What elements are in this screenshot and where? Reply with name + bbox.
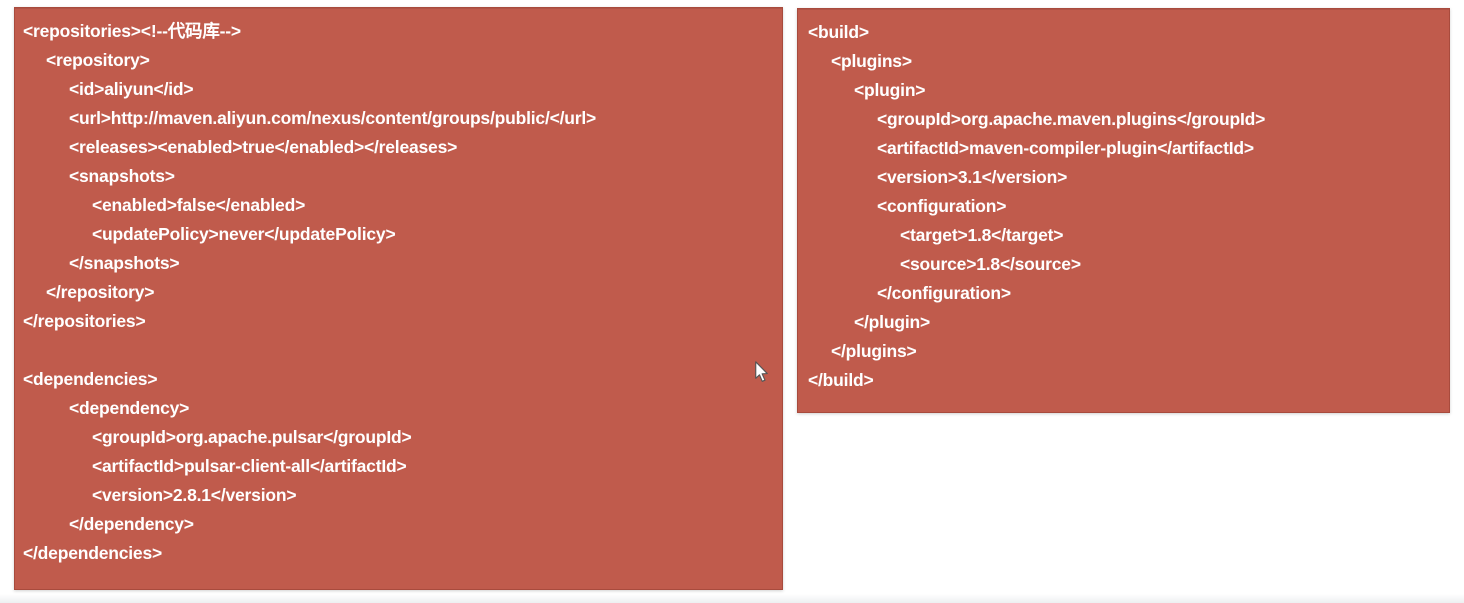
code-line: <enabled>false</enabled> [92,195,306,215]
code-line: <groupId>org.apache.maven.plugins</group… [877,109,1266,129]
code-line: <repository> [46,50,150,70]
code-line: <repositories><!--代码库--> [23,21,241,41]
code-block-repositories-dependencies: <repositories><!--代码库--> <repository> <id>… [14,7,783,590]
code-line: <snapshots> [69,166,175,186]
code-line: <releases><enabled>true</enabled></relea… [69,137,458,157]
code-line: <dependencies> [23,369,158,389]
code-line: <configuration> [877,196,1007,216]
code-line: <artifactId>maven-compiler-plugin</artif… [877,138,1254,158]
code-line: <id>aliyun</id> [69,79,194,99]
code-line: </configuration> [877,283,1011,303]
code-line: <updatePolicy>never</updatePolicy> [92,224,396,244]
code-line [23,336,774,365]
code-line: <plugin> [854,80,926,100]
code-line: <target>1.8</target> [900,225,1064,245]
code-line: </plugin> [854,312,930,332]
code-line: </snapshots> [69,253,180,273]
code-line: <artifactId>pulsar-client-all</artifactI… [92,456,407,476]
code-line: </build> [808,370,874,390]
code-line: </plugins> [831,341,917,361]
code-line: </dependency> [69,514,194,534]
code-line: <version>3.1</version> [877,167,1068,187]
code-line: <source>1.8</source> [900,254,1081,274]
code-line: <version>2.8.1</version> [92,485,297,505]
code-block-build-plugins: <build> <plugins> <plugin> <groupId>org.apa… [797,8,1450,413]
code-line: <url>http://maven.aliyun.com/nexus/conte… [69,108,597,128]
code-line: <groupId>org.apache.pulsar</groupId> [92,427,412,447]
code-line: <build> [808,22,869,42]
code-line: </repository> [46,282,155,302]
code-line: <plugins> [831,51,912,71]
bottom-edge-strip [0,594,1464,603]
code-line: </repositories> [23,311,146,331]
code-line: </dependencies> [23,543,163,563]
code-line: <dependency> [69,398,190,418]
